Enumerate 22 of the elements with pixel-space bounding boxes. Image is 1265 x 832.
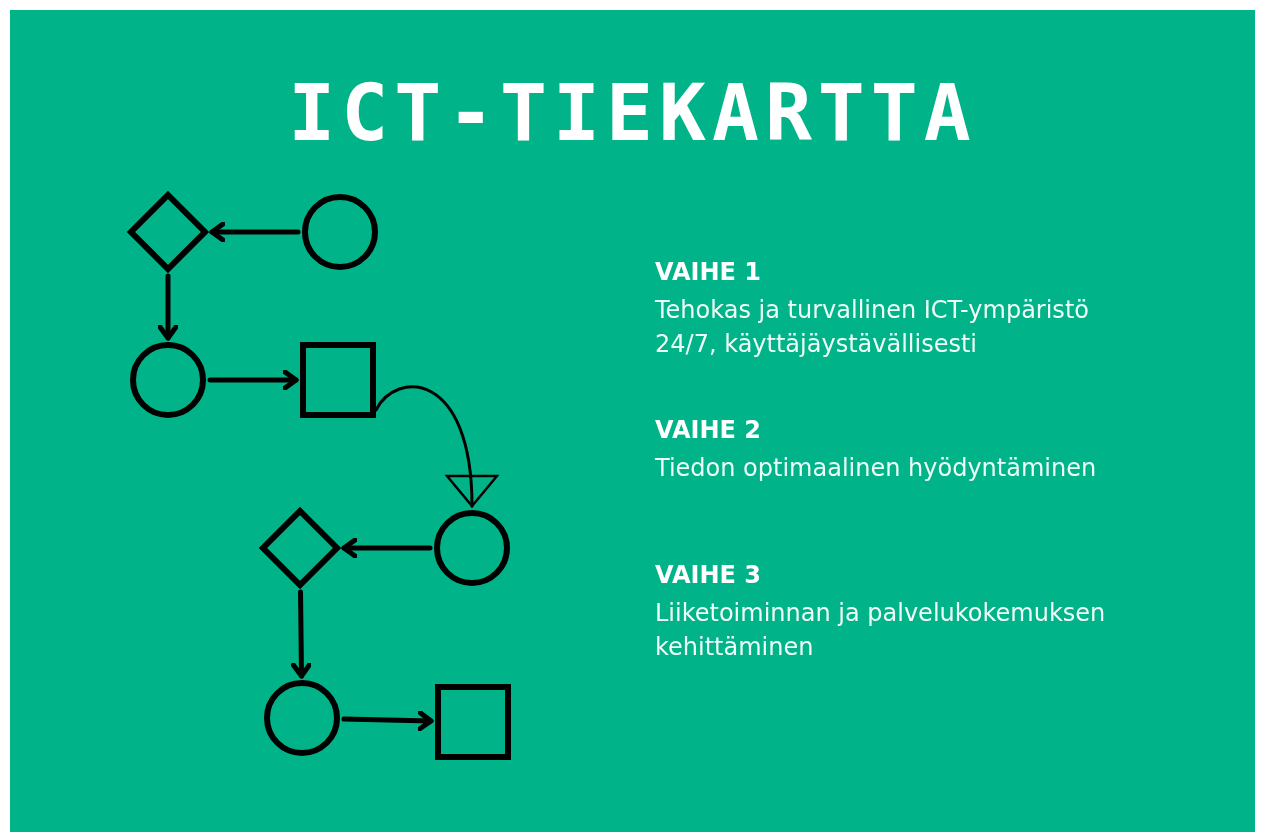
step-description: Liiketoiminnan ja palvelukokemuksen kehittäminen [655,598,1107,663]
title: ICT-TIEKARTTA [288,68,977,158]
circle-node [264,680,340,756]
arrow [341,537,433,559]
arrow [290,589,312,679]
step-description: Tehokas ja turvallinen ICT-ympäristö 24/7, käyttäjäystävällisesti [655,295,1090,360]
arrow [341,710,434,732]
square-node [435,684,511,760]
circle-node [130,342,206,418]
arrow [209,221,301,243]
circle-node [434,510,510,586]
step-heading: VAIHE 2 [655,415,762,446]
step-description: Tiedon optimaalinen hyödyntäminen [655,453,1098,484]
arrow [157,273,179,341]
step-heading: VAIHE 1 [655,257,762,288]
diamond-node [260,508,340,588]
curved-arrow [374,385,497,508]
square-node [300,342,376,418]
circle-node [302,194,378,270]
step-heading: VAIHE 3 [655,560,762,591]
diamond-node [128,192,208,272]
arrow [207,369,299,391]
